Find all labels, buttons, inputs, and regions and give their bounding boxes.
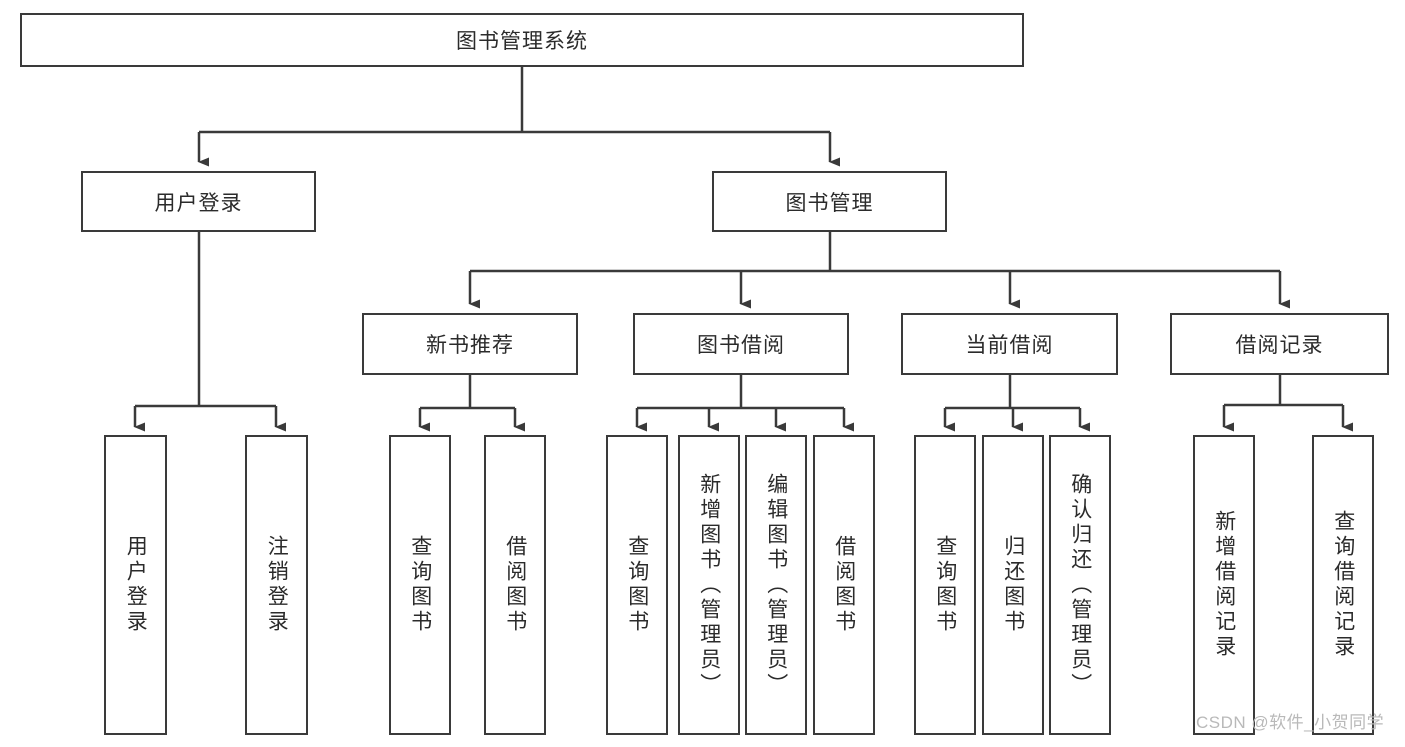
node-new-book-recommend-label: 新书推荐: [426, 334, 514, 357]
node-leaf-query-borrow-record[interactable]: 查询借阅记录: [1312, 435, 1374, 735]
node-leaf-edit-book-admin[interactable]: 编辑图书（管理员）: [745, 435, 807, 735]
node-leaf-query-borrow-record-label: 查询借阅记录: [1331, 510, 1355, 660]
node-leaf-add-borrow-record-label: 新增借阅记录: [1212, 510, 1236, 660]
node-leaf-add-borrow-record[interactable]: 新增借阅记录: [1193, 435, 1255, 735]
node-user-login[interactable]: 用户登录: [81, 171, 316, 232]
node-leaf-confirm-return-admin-label: 确认归还（管理员）: [1068, 472, 1092, 698]
node-root[interactable]: 图书管理系统: [20, 13, 1024, 67]
node-leaf-borrow-book[interactable]: 借阅图书: [813, 435, 875, 735]
node-leaf-query-book-current-label: 查询图书: [933, 535, 957, 635]
node-root-label: 图书管理系统: [456, 30, 588, 53]
node-book-management[interactable]: 图书管理: [712, 171, 947, 232]
node-leaf-return-book-label: 归还图书: [1001, 535, 1025, 635]
node-new-book-recommend[interactable]: 新书推荐: [362, 313, 578, 375]
node-book-management-label: 图书管理: [785, 191, 874, 215]
node-current-borrow[interactable]: 当前借阅: [901, 313, 1118, 375]
node-leaf-user-login[interactable]: 用户登录: [104, 435, 167, 735]
node-book-borrow-label: 图书借阅: [697, 334, 785, 357]
node-leaf-user-login-label: 用户登录: [124, 535, 148, 635]
node-leaf-confirm-return-admin[interactable]: 确认归还（管理员）: [1049, 435, 1111, 735]
node-borrow-record[interactable]: 借阅记录: [1170, 313, 1389, 375]
node-leaf-query-book-borrow[interactable]: 查询图书: [606, 435, 668, 735]
node-user-login-label: 用户登录: [154, 191, 243, 215]
node-leaf-query-book-recommend[interactable]: 查询图书: [389, 435, 451, 735]
node-leaf-logout-login-label: 注销登录: [265, 535, 289, 635]
node-leaf-edit-book-admin-label: 编辑图书（管理员）: [764, 472, 788, 698]
node-borrow-record-label: 借阅记录: [1235, 334, 1324, 357]
node-leaf-return-book[interactable]: 归还图书: [982, 435, 1044, 735]
node-book-borrow[interactable]: 图书借阅: [633, 313, 849, 375]
node-leaf-borrow-book-recommend[interactable]: 借阅图书: [484, 435, 546, 735]
node-leaf-add-book-admin[interactable]: 新增图书（管理员）: [678, 435, 740, 735]
node-leaf-query-book-recommend-label: 查询图书: [408, 535, 432, 635]
node-leaf-borrow-book-label: 借阅图书: [832, 535, 856, 635]
csdn-watermark: CSDN @软件_小贺同学: [1196, 713, 1385, 732]
node-leaf-add-book-admin-label: 新增图书（管理员）: [697, 472, 721, 698]
node-leaf-query-book-borrow-label: 查询图书: [625, 535, 649, 635]
node-current-borrow-label: 当前借阅: [965, 334, 1054, 357]
node-leaf-logout-login[interactable]: 注销登录: [245, 435, 308, 735]
node-leaf-borrow-book-recommend-label: 借阅图书: [503, 535, 527, 635]
node-leaf-query-book-current[interactable]: 查询图书: [914, 435, 976, 735]
